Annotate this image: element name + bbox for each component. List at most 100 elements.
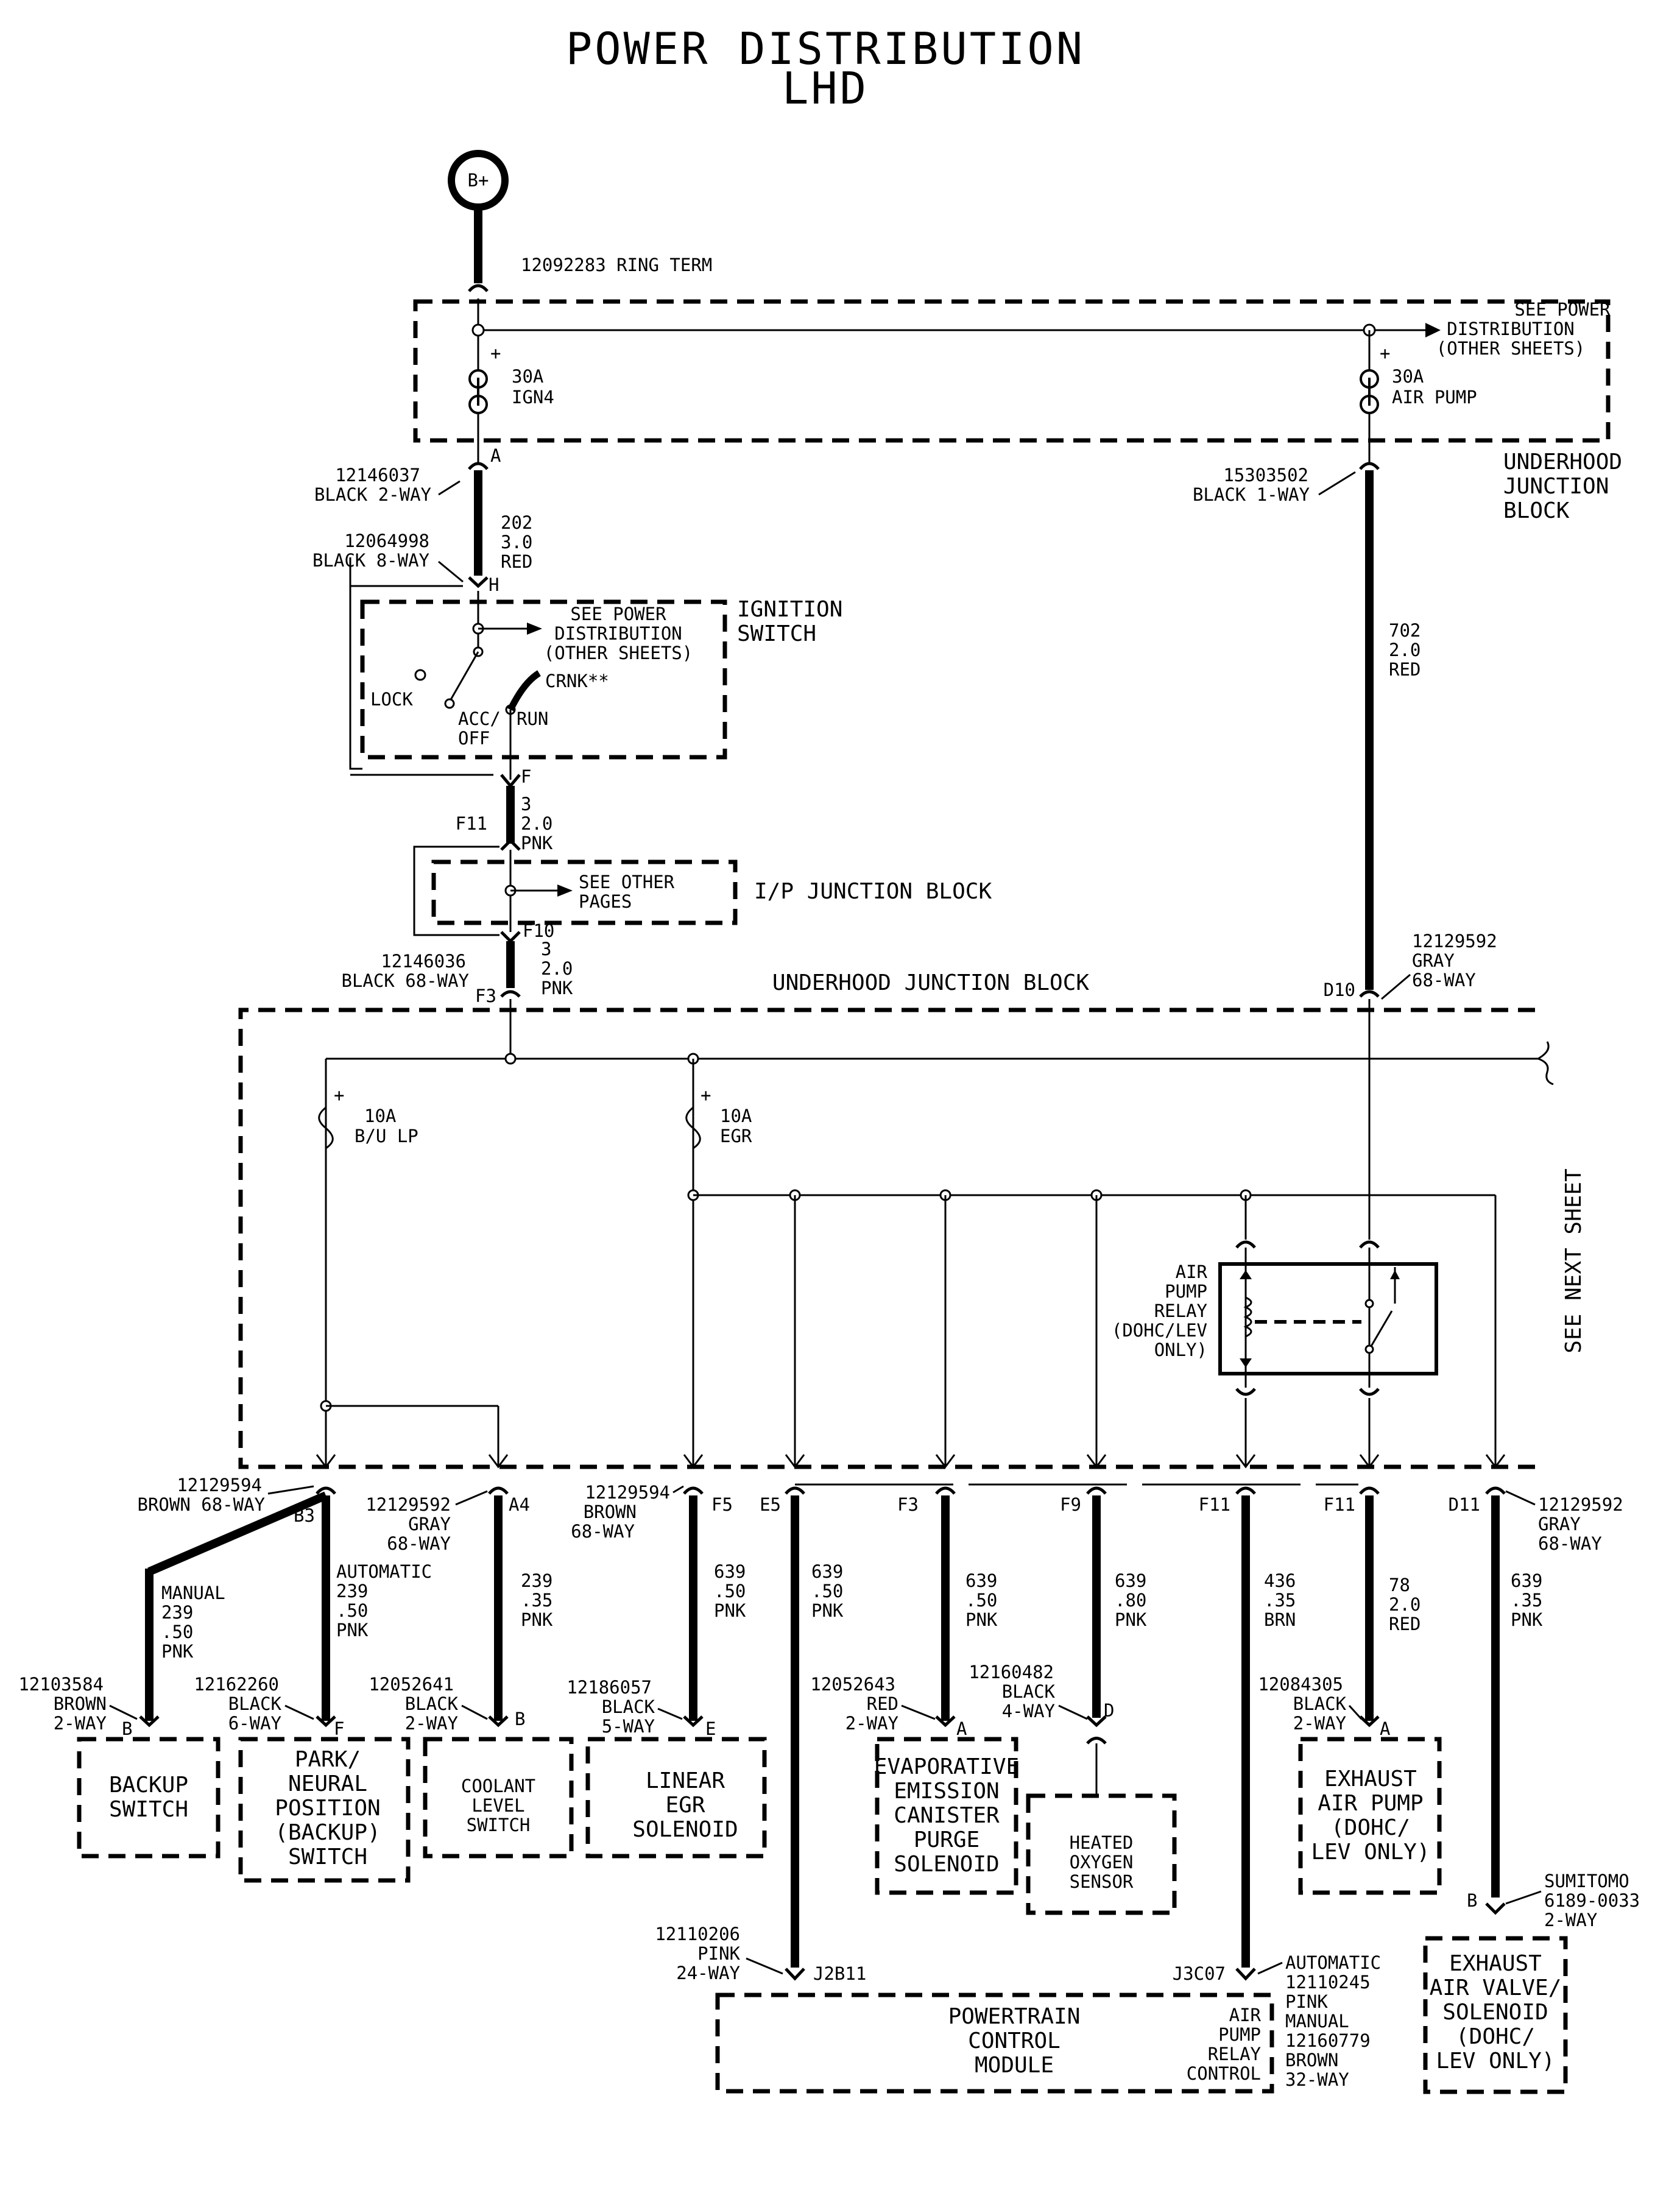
- conn-15303502-pn: 15303502: [1223, 465, 1308, 485]
- wire-239c-3: PNK: [521, 1609, 553, 1630]
- wire-639d-3: PNK: [1115, 1609, 1147, 1630]
- wire-639a-1: 639: [714, 1561, 746, 1582]
- svg-text:LEV ONLY): LEV ONLY): [1436, 2049, 1555, 2074]
- conn-12162260-color: BLACK: [228, 1693, 282, 1714]
- pin-f10: F10: [523, 920, 554, 941]
- pin-f-ign: F: [521, 766, 531, 787]
- relay-name-5: ONLY): [1154, 1340, 1207, 1360]
- svg-text:SWITCH: SWITCH: [109, 1797, 188, 1822]
- ign-see-1: SEE POWER: [570, 604, 666, 624]
- fuse-air-pump-icon: +: [1360, 330, 1390, 463]
- pin-d11: D11: [1449, 1494, 1480, 1515]
- svg-text:LEV ONLY): LEV ONLY): [1311, 1840, 1430, 1865]
- underhood-junction-block-lower: [238, 1008, 1535, 1469]
- wire-639a-2: .50: [714, 1581, 746, 1601]
- conn-12162260-way: 6-WAY: [228, 1713, 281, 1734]
- svg-text:EMISSION: EMISSION: [894, 1779, 999, 1804]
- upper-jb-name-1: UNDERHOOD: [1503, 450, 1622, 475]
- wire-3a-color: PNK: [521, 833, 553, 853]
- svg-text:PURGE: PURGE: [914, 1827, 979, 1852]
- wire-202-circuit: 202: [501, 512, 532, 533]
- lower-connector-shells: [316, 1486, 1506, 1495]
- svg-text:(DOHC/: (DOHC/: [1331, 1815, 1410, 1840]
- wire-639e-1: 639: [1511, 1570, 1542, 1591]
- see-next-sheet: SEE NEXT SHEET: [1561, 1168, 1586, 1353]
- conn-pcm32-2: 12110245: [1285, 1972, 1371, 1993]
- fuse-ign4-icon: +: [468, 343, 501, 463]
- pin-f5: F5: [711, 1494, 733, 1515]
- wire-436-1: 436: [1264, 1570, 1296, 1591]
- wire-3b-color: PNK: [541, 978, 573, 998]
- wire-436-3: BRN: [1264, 1609, 1296, 1630]
- conn-15303502-desc: BLACK 1-WAY: [1193, 484, 1310, 505]
- upper-jb-name-3: BLOCK: [1503, 498, 1570, 523]
- fuse-air-pump-rating: 30A: [1392, 366, 1424, 387]
- wire-639e-2: .35: [1511, 1590, 1542, 1611]
- wire-202-size: 3.0: [501, 532, 532, 552]
- ip-see-1: SEE OTHER: [579, 872, 675, 892]
- wire-639b-1: 639: [811, 1561, 843, 1582]
- ip-see-2: PAGES: [579, 891, 632, 912]
- wire-702-circuit: 702: [1389, 620, 1421, 641]
- svg-text:+: +: [334, 1085, 344, 1106]
- wire-239a-3: .50: [336, 1600, 368, 1621]
- svg-text:HEATED: HEATED: [1070, 1832, 1134, 1853]
- fuse-egr-name: EGR: [720, 1126, 752, 1146]
- conn-12064998-pn: 12064998: [344, 531, 429, 551]
- fuse-ign4-name: IGN4: [512, 387, 554, 408]
- underhood-junction-block-upper: [413, 299, 1611, 443]
- conn-12160482-way: 4-WAY: [1002, 1701, 1055, 1721]
- conn-pcm32-4: MANUAL: [1285, 2011, 1349, 2032]
- wire-639e-3: PNK: [1511, 1609, 1543, 1630]
- wire-639b-3: PNK: [811, 1600, 844, 1621]
- park-neutral-position-switch: PARK/ NEURAL POSITION (BACKUP) SWITCH: [238, 1737, 411, 1883]
- svg-text:SOLENOID: SOLENOID: [632, 1817, 738, 1842]
- svg-text:OXYGEN: OXYGEN: [1070, 1852, 1134, 1873]
- conn-pcm32-3: PINK: [1285, 1991, 1328, 2012]
- powertrain-control-module: POWERTRAIN CONTROL MODULE AIR PUMP RELAY…: [715, 1993, 1274, 2094]
- conn-12129594-a-desc: BROWN 68-WAY: [137, 1494, 265, 1515]
- conn-pcm32-6: BROWN: [1285, 2050, 1338, 2071]
- conn-12052643-way: 2-WAY: [845, 1713, 898, 1734]
- svg-text:BACKUP: BACKUP: [109, 1773, 188, 1798]
- pin-b-backup: B: [122, 1718, 132, 1739]
- conn-12129592-a4-color: GRAY: [408, 1514, 451, 1534]
- upper-see-line1: SEE POWER: [1514, 299, 1611, 320]
- wire-702-size: 2.0: [1389, 640, 1421, 660]
- wire-239a-2: 239: [336, 1581, 368, 1601]
- svg-text:SWITCH: SWITCH: [288, 1845, 367, 1869]
- wire-78-3: RED: [1389, 1614, 1421, 1634]
- conn-12129594-b-way: 68-WAY: [571, 1521, 635, 1542]
- fuse-bu-lp-name: B/U LP: [355, 1126, 418, 1146]
- svg-text:CONTROL: CONTROL: [968, 2028, 1061, 2053]
- conn-12186057-way: 5-WAY: [602, 1716, 655, 1737]
- conn-12129592-a4-pn: 12129592: [365, 1494, 451, 1515]
- conn-pcm32-1: AUTOMATIC: [1285, 1952, 1381, 1973]
- diagram-title-line2: LHD: [782, 63, 869, 114]
- conn-12064998-desc: BLACK 8-WAY: [312, 550, 429, 571]
- relay-name-3: RELAY: [1154, 1301, 1207, 1321]
- conn-12052643-pn: 12052643: [810, 1674, 895, 1695]
- conn-12084305-way: 2-WAY: [1293, 1713, 1346, 1734]
- pin-b-coolant: B: [515, 1709, 525, 1729]
- pin-e-egr: E: [705, 1718, 716, 1739]
- svg-text:PUMP: PUMP: [1218, 2024, 1261, 2045]
- wire-639d-2: .80: [1115, 1590, 1146, 1611]
- svg-text:CANISTER: CANISTER: [894, 1803, 1000, 1828]
- battery-label: B+: [468, 170, 489, 191]
- upper-see-line2: DISTRIBUTION: [1447, 319, 1575, 339]
- lower-jb-name: UNDERHOOD JUNCTION BLOCK: [772, 970, 1089, 995]
- relay-name-4: (DOHC/LEV: [1112, 1320, 1207, 1341]
- backup-switch: BACKUP SWITCH: [77, 1737, 221, 1859]
- pin-d-o2: D: [1104, 1700, 1114, 1721]
- conn-12160482-pn: 12160482: [969, 1662, 1054, 1682]
- relay-name-2: PUMP: [1165, 1281, 1207, 1302]
- wire-78-2: 2.0: [1389, 1594, 1421, 1615]
- component-connector-shells: [139, 1715, 1380, 1728]
- conn-sumitomo-2: 6189-0033: [1544, 1890, 1640, 1911]
- svg-text:RELAY: RELAY: [1208, 2044, 1261, 2064]
- exhaust-air-valve-solenoid: EXHAUST AIR VALVE/ SOLENOID (DOHC/ LEV O…: [1423, 1936, 1568, 2094]
- ign-run: RUN: [517, 708, 548, 729]
- pin-f11c: F11: [1324, 1494, 1355, 1515]
- conn-12052641-pn: 12052641: [369, 1674, 454, 1695]
